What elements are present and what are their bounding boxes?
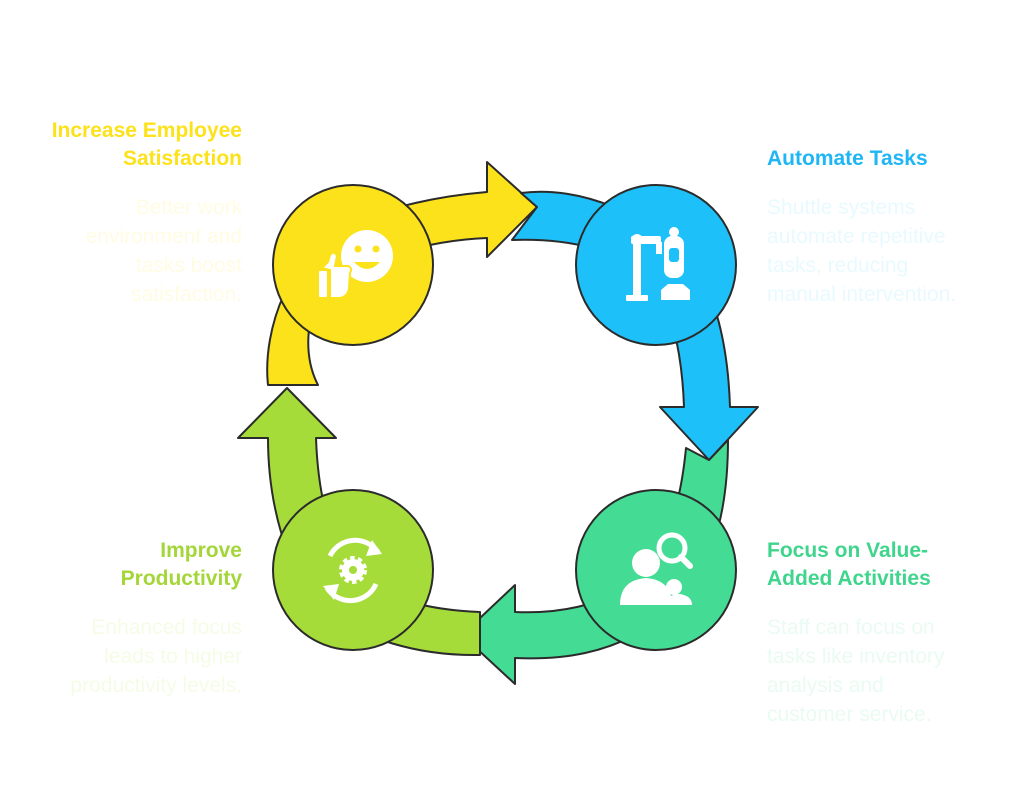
desc-line: Staff can focus on bbox=[767, 616, 935, 639]
desc-line: Shuttle systems bbox=[767, 196, 916, 219]
step-productivity-desc: Enhanced focus leads to higher productiv… bbox=[20, 613, 242, 700]
desc-line: satisfaction. bbox=[131, 283, 242, 306]
title-line: Added Activities bbox=[767, 567, 931, 590]
step-satisfaction: Increase Employee Satisfaction Better wo… bbox=[20, 117, 242, 309]
step-satisfaction-title: Increase Employee Satisfaction bbox=[20, 117, 242, 173]
step-productivity: Improve Productivity Enhanced focus lead… bbox=[20, 537, 242, 700]
desc-line: customer service. bbox=[767, 703, 932, 726]
title-line: Focus on Value- bbox=[767, 539, 929, 562]
title-line: Productivity bbox=[120, 567, 242, 590]
title-line: Satisfaction bbox=[122, 147, 242, 170]
title-line: Automate Tasks bbox=[767, 147, 928, 170]
step-focus-title: Focus on Value- Added Activities bbox=[767, 537, 1007, 593]
desc-line: tasks boost bbox=[135, 254, 242, 277]
desc-line: Enhanced focus bbox=[91, 616, 242, 639]
circle-automate bbox=[575, 184, 737, 346]
desc-line: analysis and bbox=[767, 674, 884, 697]
thumbs-up-smiley-icon bbox=[317, 230, 393, 299]
desc-line: manual intervention. bbox=[767, 283, 957, 306]
step-automate: Automate Tasks Shuttle systems automate … bbox=[767, 145, 1007, 309]
step-satisfaction-desc: Better work environment and tasks boost … bbox=[20, 193, 242, 309]
desc-line: tasks, reducing bbox=[767, 254, 909, 277]
desc-line: productivity levels. bbox=[70, 674, 242, 697]
desc-line: environment and bbox=[85, 225, 242, 248]
gear-refresh-icon bbox=[323, 537, 382, 604]
step-automate-title: Automate Tasks bbox=[767, 145, 1007, 173]
robot-arm-icon bbox=[626, 227, 690, 301]
desc-line: automate repetitive bbox=[767, 225, 946, 248]
desc-line: tasks like inventory bbox=[767, 645, 945, 668]
step-productivity-title: Improve Productivity bbox=[20, 537, 242, 593]
step-automate-desc: Shuttle systems automate repetitive task… bbox=[767, 193, 1007, 309]
title-line: Increase Employee bbox=[51, 119, 242, 142]
desc-line: leads to higher bbox=[104, 645, 242, 668]
step-focus: Focus on Value- Added Activities Staff c… bbox=[767, 537, 1007, 729]
title-line: Improve bbox=[160, 539, 242, 562]
user-search-icon bbox=[620, 532, 693, 605]
step-focus-desc: Staff can focus on tasks like inventory … bbox=[767, 613, 1007, 729]
desc-line: Better work bbox=[135, 196, 242, 219]
